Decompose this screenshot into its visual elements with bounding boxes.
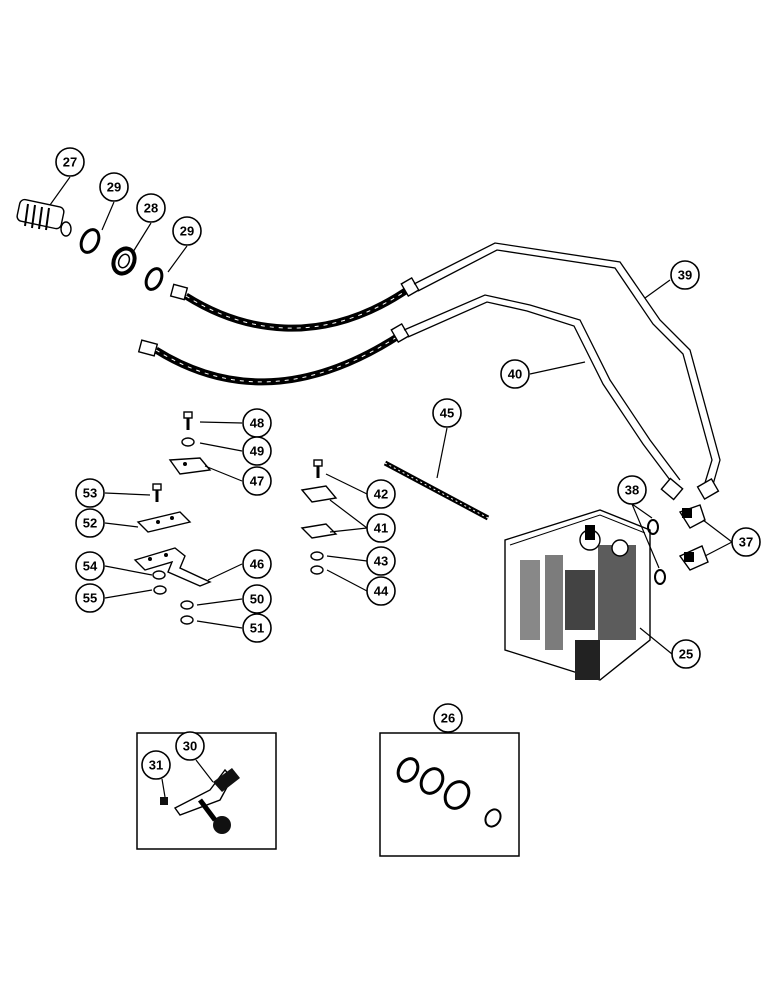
callout-47: 47	[242, 466, 272, 496]
elbow-fitting-part-37	[678, 504, 709, 571]
callout-label-31: 31	[149, 758, 163, 773]
callout-label-55: 55	[83, 591, 97, 606]
stud-part-45	[383, 460, 490, 521]
inset-box-seal-kit	[379, 732, 520, 857]
callout-54: 54	[75, 551, 105, 581]
callout-46: 46	[242, 549, 272, 579]
hose-lower	[137, 322, 410, 386]
callout-label-42: 42	[374, 487, 388, 502]
callout-50: 50	[242, 584, 272, 614]
callout-label-49: 49	[250, 444, 264, 459]
callout-42: 42	[366, 479, 396, 509]
bracket-part-46	[133, 547, 212, 587]
clamp-half-part-41	[300, 485, 338, 539]
nut-part-54	[152, 570, 166, 580]
callout-25: 25	[671, 639, 701, 669]
callout-label-27: 27	[63, 155, 77, 170]
washer-part-44	[310, 565, 324, 575]
callout-44: 44	[366, 576, 396, 606]
callout-53: 53	[75, 478, 105, 508]
callout-40: 40	[500, 359, 530, 389]
callout-43: 43	[366, 546, 396, 576]
bolt-part-42	[313, 459, 323, 478]
nut-part-49	[181, 437, 195, 447]
callout-28: 28	[136, 193, 166, 223]
callout-label-25: 25	[679, 647, 693, 662]
callout-38: 38	[617, 475, 647, 505]
callout-49: 49	[242, 436, 272, 466]
callout-label-51: 51	[250, 621, 264, 636]
callout-label-48: 48	[250, 416, 264, 431]
callout-label-38: 38	[625, 483, 639, 498]
clamp-part-47	[168, 457, 212, 475]
bolt-part-53	[152, 483, 162, 502]
callout-label-46: 46	[250, 557, 264, 572]
callout-37: 37	[731, 527, 761, 557]
snap-ring-part-29a	[79, 228, 101, 254]
control-valve-part-25	[504, 509, 651, 681]
callout-52: 52	[75, 508, 105, 538]
tube-40	[403, 294, 684, 501]
callout-label-40: 40	[508, 367, 522, 382]
callout-39: 39	[670, 260, 700, 290]
callout-label-30: 30	[183, 739, 197, 754]
dust-seal-part-28	[111, 246, 137, 276]
callout-label-44: 44	[374, 584, 389, 599]
callout-label-47: 47	[250, 474, 264, 489]
callout-label-52: 52	[83, 516, 97, 531]
callout-label-26: 26	[441, 711, 455, 726]
callout-label-54: 54	[83, 559, 98, 574]
callout-45: 45	[432, 398, 462, 428]
callout-41: 41	[366, 513, 396, 543]
callout-label-29a: 29	[107, 180, 121, 195]
callout-label-29b: 29	[180, 224, 194, 239]
callout-48: 48	[242, 408, 272, 438]
callout-label-45: 45	[440, 406, 454, 421]
callout-26: 26	[433, 703, 463, 733]
callout-label-39: 39	[678, 268, 692, 283]
callout-label-50: 50	[250, 592, 264, 607]
callout-30: 30	[175, 731, 205, 761]
nut-part-55	[153, 585, 167, 595]
bolt-part-48	[183, 411, 193, 430]
callout-27: 27	[55, 147, 85, 177]
coupler-part-27	[16, 198, 72, 237]
nut-part-51	[180, 615, 194, 625]
callout-label-53: 53	[83, 486, 97, 501]
o-ring-part-38	[647, 519, 666, 585]
callout-label-43: 43	[374, 554, 388, 569]
callout-51: 51	[242, 613, 272, 643]
callout-label-41: 41	[374, 521, 388, 536]
callout-31: 31	[141, 750, 171, 780]
tube-39	[413, 242, 721, 501]
nut-part-43	[310, 551, 324, 561]
callout-29a: 29	[99, 172, 129, 202]
callout-label-37: 37	[739, 535, 753, 550]
snap-ring-part-29b	[144, 267, 164, 291]
callout-label-28: 28	[144, 201, 158, 216]
clamp-plate-part-52	[136, 511, 192, 533]
washer-part-50	[180, 600, 194, 610]
leader-lines	[49, 176, 733, 798]
callout-55: 55	[75, 583, 105, 613]
hose-upper	[169, 276, 420, 332]
callout-29b: 29	[172, 216, 202, 246]
